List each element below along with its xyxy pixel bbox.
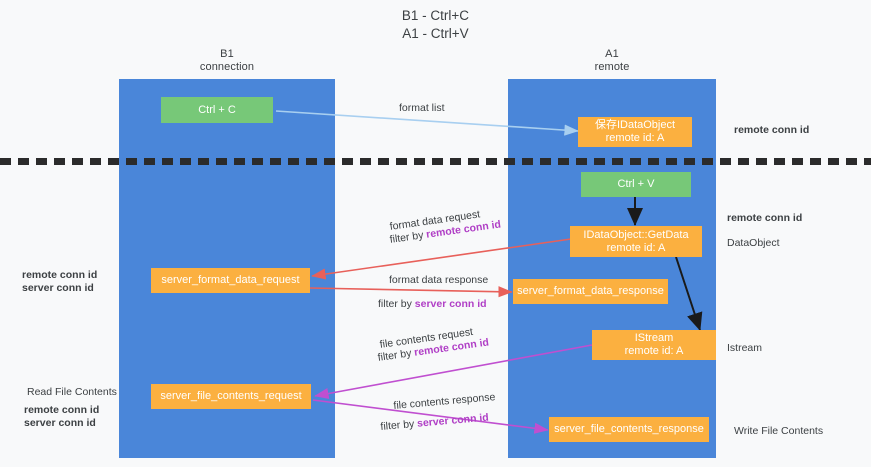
- node-getdata-line1: IDataObject::GetData: [583, 228, 689, 241]
- edge-label-file-contents-response-filter: filter by server conn id: [380, 412, 489, 434]
- keyword-server-conn-id-2: server conn id: [416, 411, 490, 430]
- annotation-remote-conn-id-mid: remote conn id: [727, 212, 803, 224]
- edge-label-file-contents-response: file contents response: [393, 391, 496, 412]
- keyword-server-conn-id-1: server conn id: [414, 298, 487, 310]
- node-server-format-data-request-label: server_format_data_request: [161, 274, 300, 286]
- filter-by-text-2: filter by: [378, 298, 415, 310]
- page-title: B1 - Ctrl+C A1 - Ctrl+V: [0, 7, 871, 43]
- node-ctrl-c-label: Ctrl + C: [198, 103, 236, 116]
- lane-header-a1-name: A1: [605, 48, 619, 60]
- lane-header-b1-sub: connection: [199, 61, 255, 73]
- node-istream-line1: IStream: [634, 332, 674, 344]
- lane-header-a1-sub: remote: [594, 61, 630, 73]
- lane-header-b1: B1 connection: [119, 48, 335, 74]
- node-getdata-line2: remote id: A: [606, 241, 666, 254]
- annotation-read-file-contents: Read File Contents: [27, 386, 117, 398]
- edge-label-format-list: format list: [399, 102, 445, 114]
- node-save-idataobject-line1: 保存IDataObject: [594, 119, 676, 131]
- node-ctrl-v-label: Ctrl + V: [617, 178, 655, 190]
- node-server-file-contents-request-label: server_file_contents_request: [160, 390, 302, 402]
- node-server-file-contents-request[interactable]: server_file_contents_request: [151, 384, 311, 409]
- node-ctrl-v[interactable]: Ctrl + V: [581, 172, 691, 197]
- lane-header-b1-name: B1: [220, 48, 234, 60]
- node-istream-line2: remote id: A: [624, 345, 684, 357]
- node-server-format-data-request[interactable]: server_format_data_request: [151, 268, 310, 293]
- annotation-left-remote-conn-id-2: remote conn id: [24, 404, 100, 416]
- node-save-idataobject[interactable]: 保存IDataObject remote id: A: [578, 117, 692, 147]
- annotation-write-file-contents: Write File Contents: [734, 425, 824, 437]
- node-idataobject-getdata[interactable]: IDataObject::GetData remote id: A: [570, 226, 702, 257]
- node-server-file-contents-response[interactable]: server_file_contents_response: [549, 417, 709, 442]
- annotation-remote-conn-id-top: remote conn id: [734, 124, 810, 136]
- annotation-left-server-conn-id-2: server conn id: [24, 417, 96, 429]
- annotation-istream: Istream: [727, 342, 763, 354]
- edge-format-data-response: [309, 286, 513, 298]
- node-server-format-data-response-label: server_format_data_response: [517, 285, 664, 297]
- filter-by-text-4: filter by: [380, 417, 418, 433]
- lane-header-a1: A1 remote: [508, 48, 716, 74]
- node-server-format-data-response[interactable]: server_format_data_response: [513, 279, 668, 304]
- edge-label-format-data-response-filter: filter by server conn id: [378, 298, 487, 311]
- node-ctrl-c[interactable]: Ctrl + C: [161, 97, 273, 123]
- title-line-2: A1 - Ctrl+V: [402, 26, 469, 41]
- node-server-file-contents-response-label: server_file_contents_response: [554, 423, 704, 435]
- annotation-dataobject: DataObject: [727, 237, 780, 249]
- node-save-idataobject-line2: remote id: A: [605, 132, 665, 144]
- node-istream[interactable]: IStream remote id: A: [592, 330, 716, 360]
- annotation-left-remote-conn-id-1: remote conn id: [22, 269, 98, 281]
- edge-label-format-data-response: format data response: [389, 274, 489, 286]
- annotation-left-server-conn-id-1: server conn id: [22, 282, 94, 294]
- title-line-1: B1 - Ctrl+C: [401, 8, 470, 23]
